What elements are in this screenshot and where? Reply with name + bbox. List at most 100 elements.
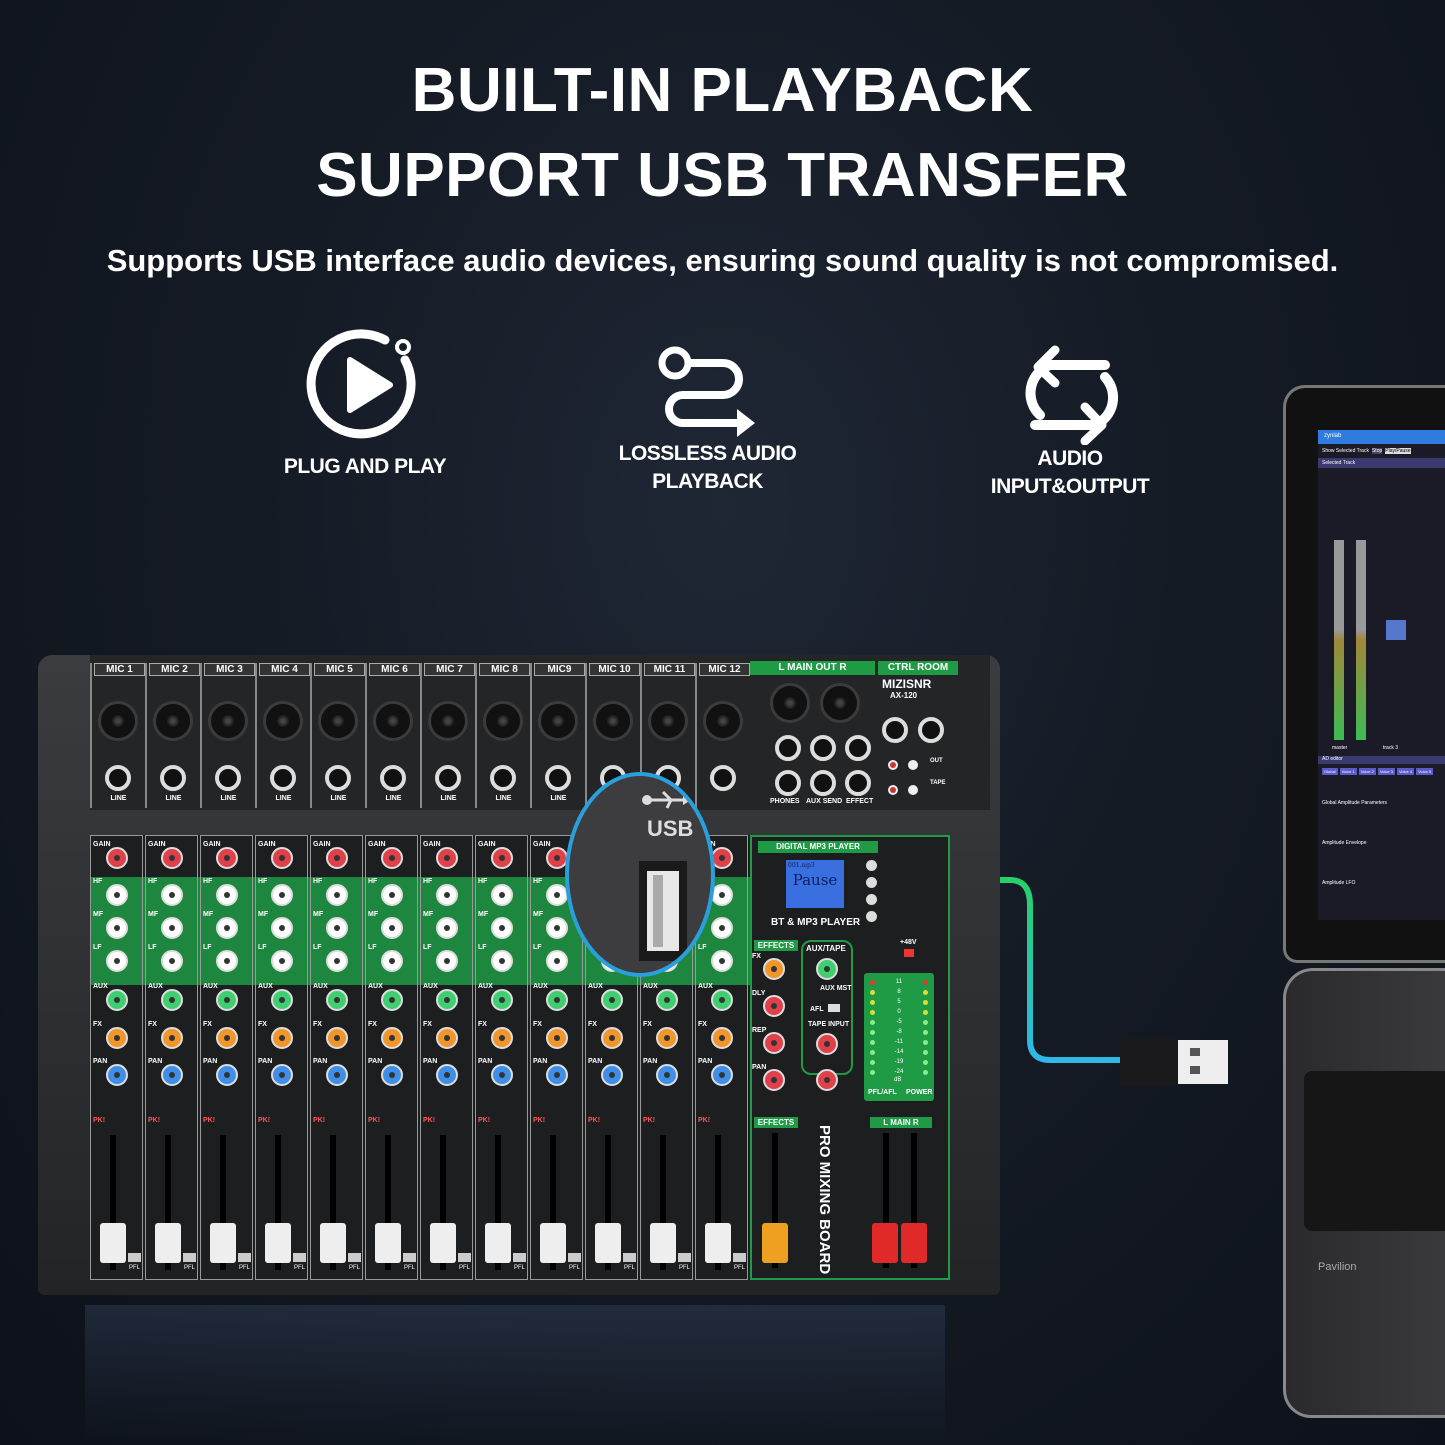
ch2-mf-knob[interactable] [161,917,183,939]
ch12-lf-knob[interactable] [711,950,733,972]
ch4-lf-knob[interactable] [271,950,293,972]
ch4-hf-knob[interactable] [271,884,293,906]
ch4-gain-knob[interactable] [271,847,293,869]
phones-jack[interactable] [775,770,801,796]
ch3-pfl-button[interactable] [238,1253,251,1262]
player-button-prev[interactable] [866,860,877,871]
ch4-aux-knob[interactable] [271,989,293,1011]
ch5-gain-knob[interactable] [326,847,348,869]
ch5-aux-knob[interactable] [326,989,348,1011]
player-button-next[interactable] [866,877,877,888]
main-out-l-xlr[interactable] [770,683,810,723]
ctrl-room-r-jack[interactable] [918,717,944,743]
ch6-pan-knob[interactable] [381,1064,403,1086]
xlr-jack[interactable] [263,701,303,741]
ch8-lf-knob[interactable] [491,950,513,972]
line-jack[interactable] [490,765,516,791]
ch5-lf-knob[interactable] [326,950,348,972]
ch12-fader[interactable] [705,1223,731,1263]
ch9-aux-knob[interactable] [546,989,568,1011]
ch12-pan-knob[interactable] [711,1064,733,1086]
ch4-pan-knob[interactable] [271,1064,293,1086]
ch1-fader[interactable] [100,1223,126,1263]
usb-port[interactable] [639,861,687,961]
ch12-aux-knob[interactable] [711,989,733,1011]
main-r-fader[interactable] [901,1223,927,1263]
ch6-fader[interactable] [375,1223,401,1263]
tape-out-l-rca[interactable] [888,760,898,770]
tape-in-l-rca[interactable] [888,785,898,795]
line-jack[interactable] [215,765,241,791]
ch8-hf-knob[interactable] [491,884,513,906]
ch11-aux-knob[interactable] [656,989,678,1011]
xlr-jack[interactable] [153,701,193,741]
ch1-fx-knob[interactable] [106,1027,128,1049]
ch5-fx-knob[interactable] [326,1027,348,1049]
ch7-pan-knob[interactable] [436,1064,458,1086]
voice-tab[interactable]: Voice 5 [1416,768,1434,775]
play-pause-button[interactable]: Play/Pause [1385,448,1411,454]
ch6-fx-knob[interactable] [381,1027,403,1049]
ch6-aux-knob[interactable] [381,989,403,1011]
main-out-l-jack[interactable] [775,735,801,761]
player-button-play-pause[interactable] [866,911,877,922]
ch5-mf-knob[interactable] [326,917,348,939]
main-out-r-xlr[interactable] [820,683,860,723]
ch9-lf-knob[interactable] [546,950,568,972]
ch12-pfl-button[interactable] [733,1253,746,1262]
ch7-fader[interactable] [430,1223,456,1263]
ch9-fader[interactable] [540,1223,566,1263]
ch7-fx-knob[interactable] [436,1027,458,1049]
aux-send-jack[interactable] [810,770,836,796]
xlr-jack[interactable] [208,701,248,741]
ch5-fader[interactable] [320,1223,346,1263]
ch10-pan-knob[interactable] [601,1064,623,1086]
voice-tab[interactable]: Voice 2 [1358,768,1376,775]
ch1-mf-knob[interactable] [106,917,128,939]
ch3-fx-knob[interactable] [216,1027,238,1049]
ch2-aux-knob[interactable] [161,989,183,1011]
ch3-hf-knob[interactable] [216,884,238,906]
main-l-fader[interactable] [872,1223,898,1263]
ch6-hf-knob[interactable] [381,884,403,906]
ch2-pfl-button[interactable] [183,1253,196,1262]
ch8-aux-knob[interactable] [491,989,513,1011]
ch5-pfl-button[interactable] [348,1253,361,1262]
ch8-mf-knob[interactable] [491,917,513,939]
xlr-jack[interactable] [593,701,633,741]
ch4-fx-knob[interactable] [271,1027,293,1049]
ch11-fx-knob[interactable] [656,1027,678,1049]
ch2-fx-knob[interactable] [161,1027,183,1049]
ch2-lf-knob[interactable] [161,950,183,972]
phones-level-knob[interactable] [816,1069,838,1091]
ch10-aux-knob[interactable] [601,989,623,1011]
ch10-fader[interactable] [595,1223,621,1263]
ch8-fx-knob[interactable] [491,1027,513,1049]
show-selected-checkbox[interactable]: Show Selected Track [1322,448,1369,454]
phantom-power-switch[interactable] [904,949,914,957]
ch10-fx-knob[interactable] [601,1027,623,1049]
line-jack[interactable] [270,765,296,791]
xlr-jack[interactable] [318,701,358,741]
ctrl-room-l-jack[interactable] [882,717,908,743]
line-jack[interactable] [545,765,571,791]
ch3-pan-knob[interactable] [216,1064,238,1086]
main-out-r-jack[interactable] [810,735,836,761]
player-button-mode[interactable] [866,894,877,905]
ch9-mf-knob[interactable] [546,917,568,939]
ch6-lf-knob[interactable] [381,950,403,972]
ch8-gain-knob[interactable] [491,847,513,869]
ch10-pfl-button[interactable] [623,1253,636,1262]
ch6-mf-knob[interactable] [381,917,403,939]
ch11-pan-knob[interactable] [656,1064,678,1086]
ch4-fader[interactable] [265,1223,291,1263]
line-jack[interactable] [325,765,351,791]
stop-button[interactable]: Stop [1371,448,1383,454]
ch8-pan-knob[interactable] [491,1064,513,1086]
ch1-aux-knob[interactable] [106,989,128,1011]
effects-dly-knob[interactable] [763,995,785,1017]
line-jack[interactable] [105,765,131,791]
afl-button[interactable] [828,1004,840,1012]
ch7-hf-knob[interactable] [436,884,458,906]
ch6-pfl-button[interactable] [403,1253,416,1262]
